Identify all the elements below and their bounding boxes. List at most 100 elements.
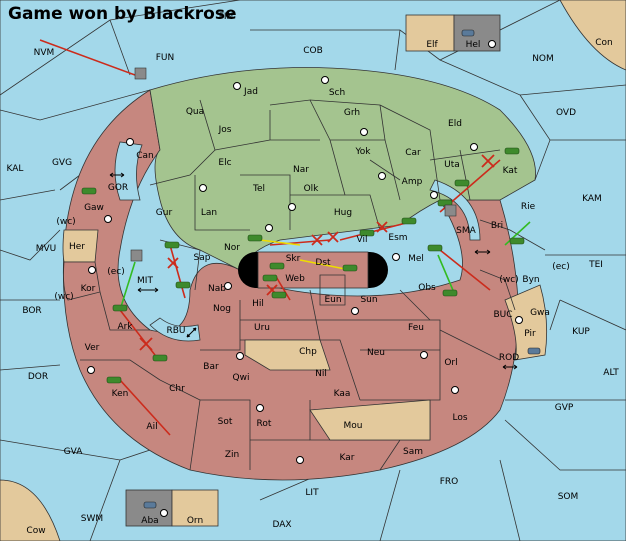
ship-unit[interactable] [461,29,475,37]
supply-center [296,456,304,464]
supply-center [160,509,168,517]
label-vil: Vil [357,235,368,245]
label-sma: SMA [456,226,476,236]
army-unit[interactable] [504,147,520,155]
label-ark: Ark [117,322,133,332]
army-unit[interactable] [442,289,458,297]
army-unit[interactable] [112,304,128,312]
label-kam: KAM [582,194,602,204]
army-unit[interactable] [262,274,278,282]
order-arrow [269,239,331,246]
label-sap: Sap [194,253,211,263]
region-borders [80,99,546,471]
label-ken: Ken [112,389,129,399]
army-unit[interactable] [342,264,358,272]
southern-landmass [62,89,519,481]
army-unit[interactable] [152,354,168,362]
ship-unit[interactable] [143,501,157,509]
label-kor: Kor [81,284,96,294]
river-gor [114,141,143,201]
label-bor: BOR [22,306,41,316]
supply-center [126,138,134,146]
label-elc: Elc [218,158,231,168]
label-nog: Nog [213,304,231,314]
label-eld: Eld [448,119,462,129]
region-mou[interactable] [309,399,431,441]
supply-center [430,191,438,199]
label-feu: Feu [408,323,424,333]
label-gor: GOR [108,183,128,193]
label-cow: Cow [26,526,45,536]
coastal-link-markers [109,172,518,370]
supply-center [104,215,112,223]
label-kar: Kar [340,453,355,463]
fleet-unit[interactable] [130,249,143,262]
army-unit[interactable] [509,237,525,245]
order-arrow [119,379,171,436]
army-unit[interactable] [359,229,375,237]
army-unit[interactable] [269,262,285,270]
supply-center [233,82,241,90]
orders-yellow [259,239,351,271]
army-unit[interactable] [271,291,287,299]
label-aba: Aba [141,516,158,526]
supply-center [265,224,273,232]
region-chp[interactable] [244,339,331,371]
label-uta: Uta [444,160,460,170]
label-sch: Sch [329,88,345,98]
army-unit[interactable] [81,187,97,195]
label-gva: GVA [64,447,84,457]
label-los: Los [452,413,467,423]
label-hel: Hel [466,40,481,50]
label-ver: Ver [85,343,100,353]
label-eun: Eun [324,295,341,305]
army-unit[interactable] [454,179,470,187]
ship-unit[interactable] [527,347,541,355]
region-gwa[interactable] [504,284,548,361]
label-qua: Qua [186,107,204,117]
label-olk: Olk [304,184,320,194]
order-arrow [299,259,351,271]
label-nvm: NVM [34,48,55,58]
label-byn: Byn [522,275,539,285]
supply-center [199,184,207,192]
supply-center [470,143,478,151]
label-can: Can [136,151,154,161]
label-tel: Tel [252,184,265,194]
army-unit[interactable] [175,281,191,289]
label-yok: Yok [354,147,371,157]
label-wc2: (wc) [54,292,73,302]
label-sam: Sam [403,447,423,457]
label-gaw: Gaw [84,203,104,213]
label-wc1: (wc) [56,217,75,227]
label-rod: ROD [499,353,519,363]
supply-center [488,40,496,48]
label-car: Car [405,148,421,158]
region-orn[interactable] [171,489,219,527]
label-jos: Jos [218,125,232,135]
label-skr: Skr [286,254,301,264]
label-uru: Uru [254,323,270,333]
game-result-title: Game won by Blackrose [8,4,237,24]
label-dax: DAX [272,520,291,530]
label-ec1: (ec) [107,267,125,277]
army-unit[interactable] [401,217,417,225]
label-zin: Zin [225,450,239,460]
label-mit: MIT [137,276,153,286]
label-kat: Kat [503,166,518,176]
fleet-unit[interactable] [134,67,147,80]
label-grh: Grh [344,108,360,118]
order-arrow [504,221,531,246]
army-unit[interactable] [427,244,443,252]
label-con: Con [595,38,613,48]
label-mel: Mel [408,254,424,264]
region-elf[interactable] [405,14,455,52]
army-unit[interactable] [106,376,122,384]
label-tei: TEI [588,260,603,270]
label-nom: NOM [532,54,554,64]
army-unit[interactable] [164,241,180,249]
label-chp: Chp [299,347,317,357]
fleet-unit[interactable] [444,204,457,217]
army-unit[interactable] [247,234,263,242]
